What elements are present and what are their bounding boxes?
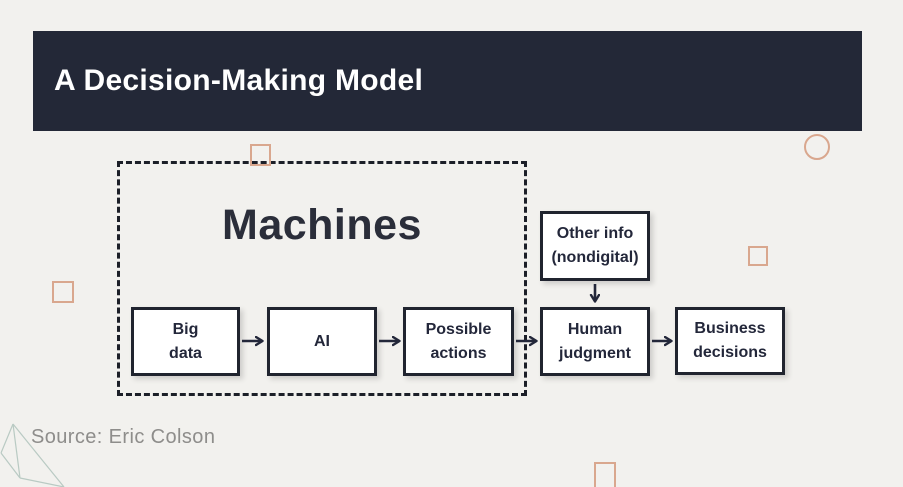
box-label-line: Human [567, 320, 623, 338]
box-label-line: Big [172, 320, 199, 338]
title-bar: A Decision-Making Model [33, 31, 862, 131]
flow-box-other-info: Other info (nondigital) [540, 211, 650, 281]
machines-group-label: Machines [222, 201, 422, 249]
square-decoration-right [748, 246, 768, 266]
flow-box-human-judgment: Human judgment [540, 307, 650, 376]
flow-box-big-data: Big data [131, 307, 240, 376]
flow-box-possible-actions: Possible actions [403, 307, 514, 376]
square-decoration-top [250, 144, 271, 166]
box-label-line: Other info [556, 225, 634, 242]
box-label-line: Possible [425, 320, 492, 338]
box-label-line: judgment [559, 344, 631, 362]
square-decoration-bottom [594, 462, 616, 487]
source-caption: Source: Eric Colson [31, 426, 216, 448]
box-label-line: (nondigital) [551, 249, 639, 266]
box-label-line: Business [694, 320, 766, 337]
square-decoration-left [52, 281, 74, 303]
box-label-line: data [169, 344, 202, 362]
flow-box-business-decisions: Business decisions [675, 307, 785, 375]
flow-box-ai: AI [267, 307, 377, 376]
box-label-line: actions [430, 344, 487, 362]
box-label-line: AI [314, 332, 330, 350]
machines-group-outline [117, 161, 527, 396]
box-label-line: decisions [693, 344, 767, 361]
slide-title: A Decision-Making Model [54, 64, 424, 97]
circle-decoration [804, 134, 830, 160]
